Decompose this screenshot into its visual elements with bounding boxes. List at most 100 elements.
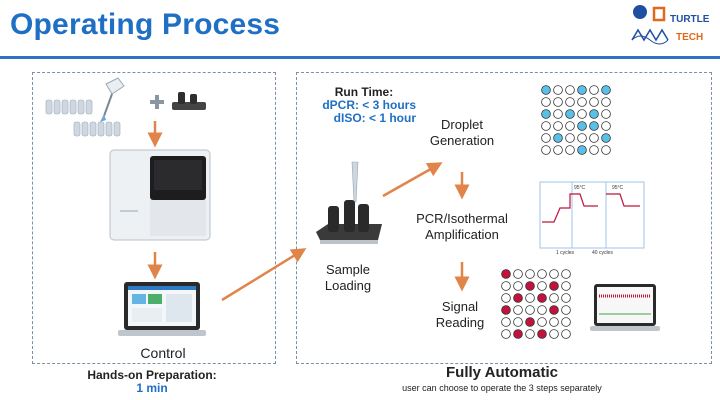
generated-droplet	[553, 109, 563, 119]
read-droplet	[537, 293, 547, 303]
generated-droplet	[577, 145, 587, 155]
generated-droplet	[541, 97, 551, 107]
generated-droplet	[601, 145, 611, 155]
footer-subtitle: user can choose to operate the 3 steps s…	[402, 383, 602, 393]
generated-droplet	[589, 85, 599, 95]
generated-droplet	[565, 133, 575, 143]
generated-droplet	[565, 97, 575, 107]
droplet-generation-grid	[541, 85, 611, 155]
generated-droplet	[601, 97, 611, 107]
footer-title: Fully Automatic	[446, 364, 558, 381]
title-underline	[0, 56, 720, 59]
read-droplet	[561, 293, 571, 303]
run-time-diso: dISO: < 1 hour	[333, 111, 416, 125]
prep-value: 1 min	[136, 381, 168, 395]
read-droplet	[537, 329, 547, 339]
arrow-control-to-sample	[221, 248, 307, 302]
generated-droplet	[601, 133, 611, 143]
read-droplet	[525, 269, 535, 279]
read-droplet	[513, 269, 523, 279]
read-droplet	[513, 281, 523, 291]
result-laptop-icon	[590, 284, 660, 331]
read-droplet	[537, 269, 547, 279]
read-droplet	[549, 305, 559, 315]
prep-title: Hands-on Preparation:	[87, 368, 217, 382]
read-droplet	[525, 281, 535, 291]
read-droplet	[525, 329, 535, 339]
generated-droplet	[565, 109, 575, 119]
read-droplet	[525, 305, 535, 315]
amp-label-t2: 95°C	[612, 185, 624, 191]
read-droplet	[537, 281, 547, 291]
arrow-sample-to-droplet	[382, 162, 443, 198]
amp-label-cycles2: 40 cycles	[592, 250, 613, 256]
read-droplet	[537, 317, 547, 327]
read-droplet	[501, 281, 511, 291]
read-droplet	[561, 317, 571, 327]
sample-loading-line2: Loading	[324, 278, 372, 293]
generated-droplet	[553, 121, 563, 131]
amp-label-t1: 95°C	[574, 185, 586, 191]
generated-droplet	[589, 133, 599, 143]
generated-droplet	[565, 121, 575, 131]
generated-droplet	[589, 109, 599, 119]
generated-droplet	[601, 109, 611, 119]
run-time-dpcr: dPCR: < 3 hours	[322, 98, 416, 112]
generated-droplet	[577, 85, 587, 95]
generated-droplet	[589, 145, 599, 155]
read-droplet	[561, 281, 571, 291]
generated-droplet	[601, 85, 611, 95]
generated-droplet	[553, 85, 563, 95]
read-droplet	[501, 269, 511, 279]
generated-droplet	[577, 133, 587, 143]
generated-droplet	[541, 145, 551, 155]
generated-droplet	[565, 145, 575, 155]
signal-reading-grid	[501, 269, 571, 339]
laptop-icon	[118, 282, 206, 336]
cartridge-icon	[172, 92, 206, 110]
read-droplet	[561, 329, 571, 339]
run-time-title: Run Time:	[334, 85, 394, 99]
read-droplet	[513, 293, 523, 303]
read-droplet	[549, 269, 559, 279]
read-droplet	[561, 305, 571, 315]
sample-loading-device-icon	[316, 161, 382, 244]
generated-droplet	[589, 121, 599, 131]
read-droplet	[537, 305, 547, 315]
logo-text-turtle: TURTLE	[670, 14, 710, 25]
generated-droplet	[553, 133, 563, 143]
read-droplet	[549, 281, 559, 291]
pipette-and-tubes-icon	[45, 77, 125, 137]
amp-label-cycles1: 1 cycles	[556, 250, 575, 256]
read-droplet	[549, 293, 559, 303]
plus-icon	[150, 95, 164, 109]
generated-droplet	[577, 121, 587, 131]
instrument-icon	[109, 149, 211, 241]
generated-droplet	[565, 85, 575, 95]
logo-text-tech: TECH	[676, 32, 704, 43]
generated-droplet	[589, 97, 599, 107]
generated-droplet	[541, 121, 551, 131]
generated-droplet	[541, 133, 551, 143]
generated-droplet	[577, 97, 587, 107]
read-droplet	[501, 329, 511, 339]
generated-droplet	[553, 145, 563, 155]
generated-droplet	[541, 85, 551, 95]
generated-droplet	[577, 109, 587, 119]
amplification-line1: PCR/Isothermal	[416, 211, 508, 226]
automation-panel	[296, 72, 712, 364]
generated-droplet	[541, 109, 551, 119]
logo: TURTLE TECH	[630, 2, 718, 54]
read-droplet	[513, 329, 523, 339]
read-droplet	[501, 305, 511, 315]
read-droplet	[501, 317, 511, 327]
control-label: Control	[140, 345, 186, 361]
read-droplet	[513, 317, 523, 327]
generated-droplet	[601, 121, 611, 131]
preparation-panel	[32, 72, 276, 364]
read-droplet	[549, 317, 559, 327]
turtle-logo-icon	[631, 5, 669, 45]
read-droplet	[561, 269, 571, 279]
read-droplet	[525, 293, 535, 303]
